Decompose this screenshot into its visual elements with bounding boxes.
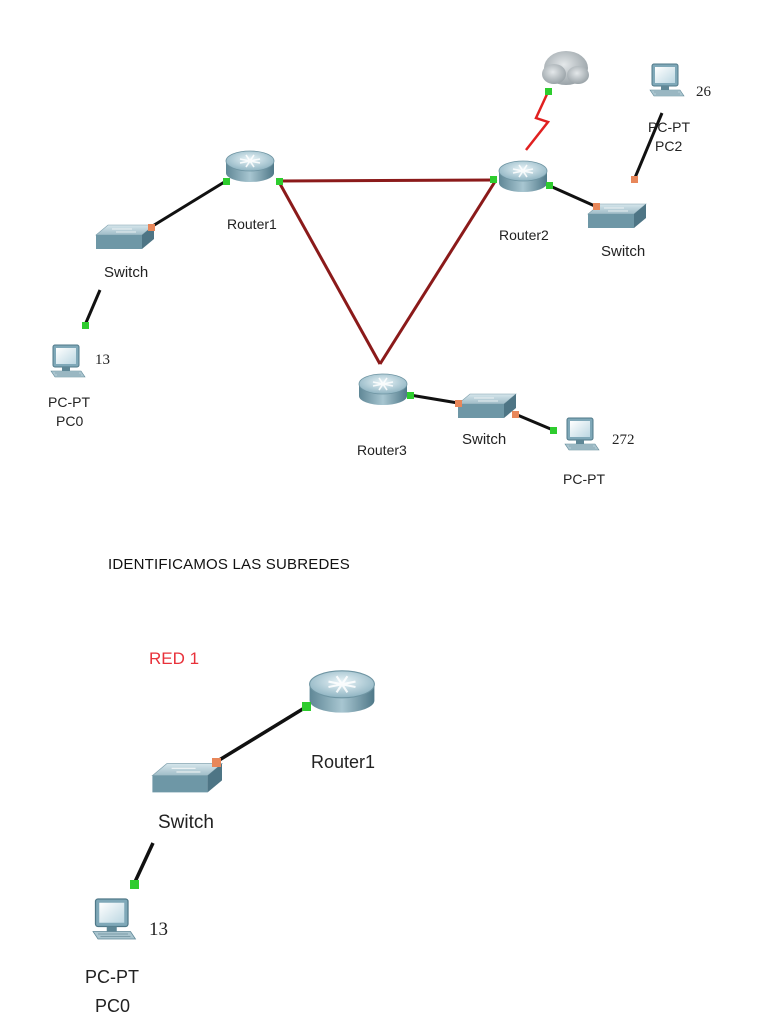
pc3-number: 272 — [612, 432, 635, 448]
red1-pc-number: 13 — [149, 919, 168, 940]
router3-label: Router3 — [357, 442, 407, 458]
red1-pc-name-label: PC0 — [95, 996, 130, 1016]
pc0-type-label: PC-PT — [48, 394, 90, 410]
link-router1-switch — [150, 179, 227, 229]
red1-switch-label: Switch — [158, 812, 214, 833]
router2-label: Router2 — [499, 227, 549, 243]
red1-port-green — [130, 880, 139, 889]
router1-label: Router1 — [227, 216, 277, 232]
red1-pc-icon[interactable] — [92, 898, 137, 940]
switch1-label: Switch — [104, 264, 148, 281]
port-green — [546, 182, 553, 189]
router2-icon[interactable] — [498, 160, 548, 193]
link-switch-pc2 — [632, 112, 664, 181]
red1-router-icon[interactable] — [308, 669, 376, 714]
router3-icon[interactable] — [358, 373, 408, 406]
access-links — [83, 112, 664, 432]
port-indicators — [82, 88, 638, 434]
port-orange — [512, 411, 519, 418]
port-orange — [455, 400, 462, 407]
switch1-icon[interactable] — [95, 224, 155, 250]
link-router1-router2 — [278, 178, 495, 183]
link-switch-pc0 — [83, 289, 102, 326]
section-heading: IDENTIFICAMOS LAS SUBREDES — [108, 556, 350, 573]
pc0-name-label: PC0 — [56, 413, 83, 429]
link-switch-pc3 — [514, 412, 554, 432]
pc2-number: 26 — [696, 84, 712, 100]
switch3-icon[interactable] — [457, 393, 517, 419]
red1-port-orange — [212, 758, 221, 767]
pc0-number: 13 — [95, 352, 110, 368]
red1-link-router-switch — [215, 705, 307, 764]
port-green — [276, 178, 283, 185]
pc0-icon[interactable] — [50, 344, 86, 378]
serial-link-cloud — [525, 91, 551, 151]
link-router1-router3 — [277, 181, 382, 365]
router1-icon[interactable] — [225, 150, 275, 183]
port-orange — [631, 176, 638, 183]
port-green — [82, 322, 89, 329]
port-green — [407, 392, 414, 399]
red1-router-label: Router1 — [311, 752, 375, 772]
router-links — [277, 178, 498, 365]
pc2-type-label: PC-PT — [648, 119, 690, 135]
red1-title: RED 1 — [149, 649, 200, 668]
cloud-icon[interactable] — [542, 51, 589, 85]
red1-switch-icon[interactable] — [151, 762, 223, 794]
link-router2-switch — [549, 184, 598, 209]
pc3-type-label: PC-PT — [563, 471, 605, 487]
red1-links — [132, 705, 307, 885]
pc2-icon[interactable] — [649, 63, 685, 97]
red1-diagram: Router1 Switch PC-PT PC0 13 — [85, 669, 376, 1016]
switch3-label: Switch — [462, 431, 506, 448]
port-green — [490, 176, 497, 183]
red1-port-green — [302, 702, 311, 711]
port-orange — [593, 203, 600, 210]
port-green — [223, 178, 230, 185]
link-router2-router3 — [378, 179, 498, 365]
red1-pc-type-label: PC-PT — [85, 967, 139, 987]
port-green — [545, 88, 552, 95]
port-orange — [148, 224, 155, 231]
pc3-icon[interactable] — [564, 417, 600, 451]
link-router3-switch — [409, 393, 459, 405]
red1-link-switch-pc — [132, 842, 155, 885]
port-green — [550, 427, 557, 434]
pc2-name-label: PC2 — [655, 138, 682, 154]
switch2-label: Switch — [601, 243, 645, 260]
topology-top: Router1 Router2 Router3 Switch Switch Sw… — [48, 51, 712, 487]
